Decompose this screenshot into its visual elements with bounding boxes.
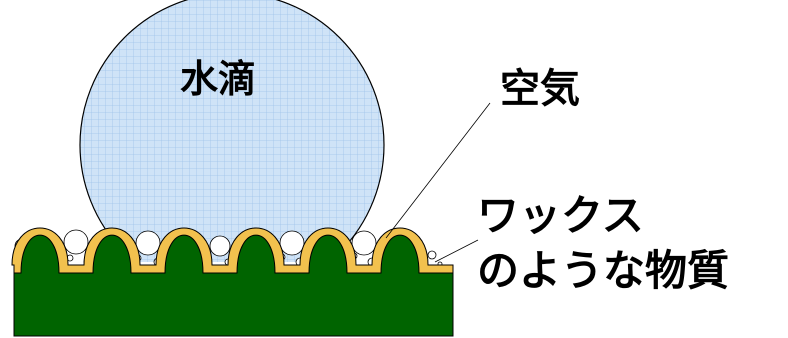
air-bubble bbox=[427, 250, 437, 260]
air-bubble bbox=[351, 230, 377, 256]
wax-leader-line bbox=[434, 239, 479, 263]
wax-label-line2: のような物質 bbox=[477, 246, 729, 295]
air-bubble bbox=[63, 229, 89, 255]
air-bubble bbox=[209, 235, 231, 257]
air-label: 空気 bbox=[500, 66, 580, 112]
water-droplet bbox=[79, 0, 385, 262]
water-drop-label: 水滴 bbox=[180, 57, 256, 101]
air-bubble bbox=[135, 230, 161, 256]
wax-label-line1: ワックス bbox=[477, 191, 644, 240]
air-leader-line bbox=[385, 102, 491, 239]
substrate bbox=[13, 234, 454, 337]
air-bubble bbox=[279, 230, 305, 256]
